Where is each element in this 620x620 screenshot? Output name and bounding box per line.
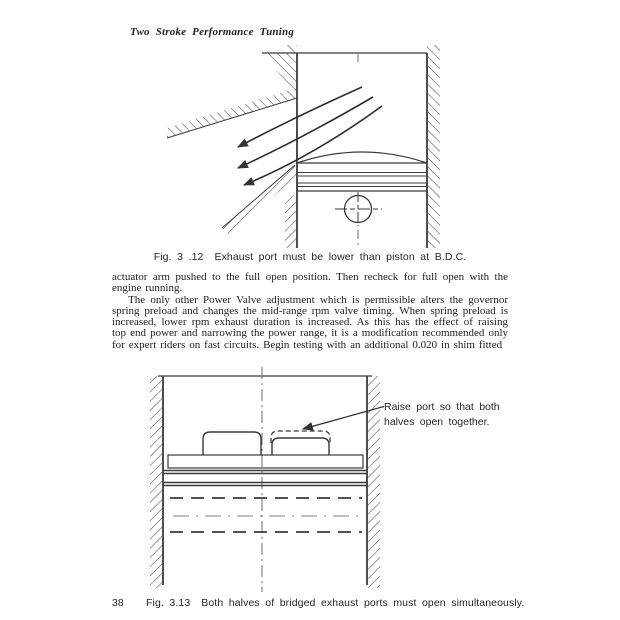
paragraph-continuation: actuator arm pushed to the full open pos…: [112, 271, 508, 295]
paragraph-power-valve: The only other Power Valve adjustment wh…: [112, 293, 508, 351]
figure-3-13-caption: Fig. 3.13 Both halves of bridged exhaust …: [146, 597, 524, 609]
hidden-port-lines: [170, 497, 362, 533]
cylinder-walls: [262, 45, 440, 248]
figure-3-13-diagram: [150, 367, 385, 592]
raised-port-outline-dashed: [270, 430, 331, 443]
figure-3-13-label: Fig. 3.13: [146, 597, 191, 609]
piston-crown: [167, 454, 364, 469]
figure-3-12-diagram: [166, 45, 440, 248]
running-header: Two Stroke Performance Tuning: [130, 26, 295, 38]
page-number: 38: [112, 597, 124, 609]
port-half-right: [271, 437, 330, 455]
exhaust-port-duct: [166, 88, 298, 235]
figure-3-12-caption: Fig. 3 .12 Exhaust port must be lower tha…: [112, 251, 508, 263]
figure-3-13-annotation: Raise port so that both halves open toge…: [384, 400, 500, 429]
figure-3-13-caption-text: Both halves of bridged exhaust ports mus…: [201, 597, 525, 609]
piston: [296, 151, 428, 226]
body-text: actuator arm pushed to the full open pos…: [112, 271, 508, 351]
annotation-line-1: Raise port so that both: [384, 401, 500, 413]
figure-3-12-label: Fig. 3 .12: [153, 251, 204, 263]
bridged-exhaust-ports: [202, 430, 331, 455]
annotation-leader-arrow: [301, 405, 385, 431]
annotation-line-2: halves open together.: [384, 415, 490, 428]
figure-3-12-caption-text: Exhaust port must be lower than piston a…: [214, 251, 467, 263]
port-half-left: [202, 431, 262, 455]
piston: [163, 454, 367, 487]
exhaust-flow-arrows: [237, 86, 383, 186]
cylinder-walls: [150, 375, 380, 588]
